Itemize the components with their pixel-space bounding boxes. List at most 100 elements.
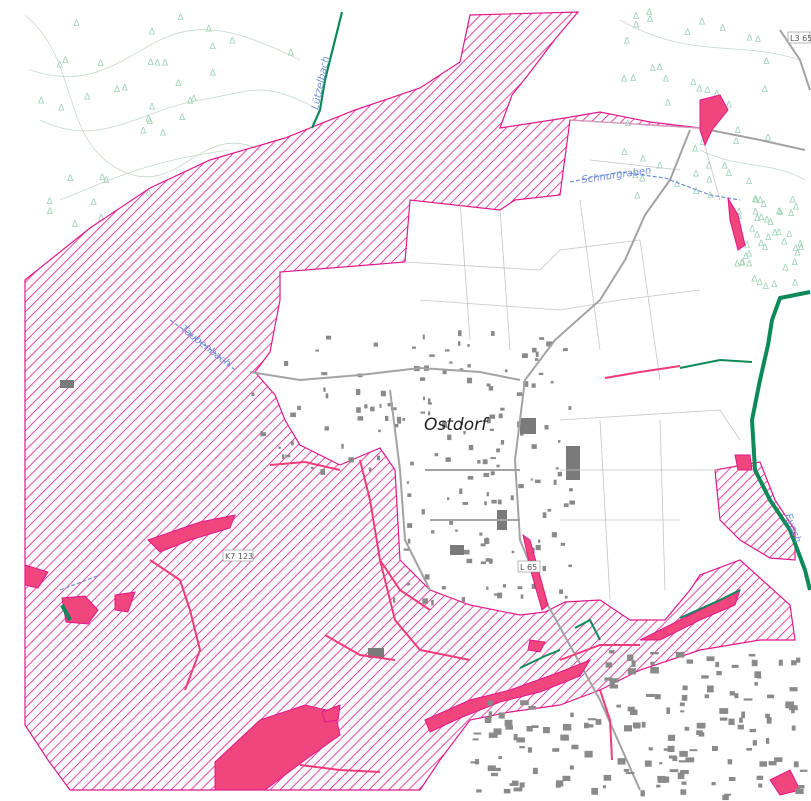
water-lines: [59, 171, 741, 591]
svg-text:∆: ∆: [760, 200, 768, 210]
svg-text:∆: ∆: [662, 75, 670, 85]
svg-text:∆: ∆: [745, 260, 753, 270]
flood-lines: [149, 365, 681, 773]
svg-text:∆: ∆: [148, 27, 156, 37]
svg-text:∆: ∆: [725, 100, 733, 110]
svg-text:∆: ∆: [704, 86, 712, 96]
svg-text:∆: ∆: [793, 249, 801, 259]
svg-text:∆: ∆: [753, 214, 761, 224]
svg-text:∆: ∆: [656, 63, 664, 73]
svg-text:∆: ∆: [692, 169, 700, 179]
svg-text:∆: ∆: [789, 196, 797, 206]
svg-text:∆: ∆: [748, 225, 756, 235]
svg-text:∆: ∆: [632, 12, 640, 22]
svg-text:∆: ∆: [692, 187, 700, 197]
svg-text:∆: ∆: [691, 145, 699, 155]
stream-lines: [60, 11, 811, 669]
svg-text:∆: ∆: [721, 162, 729, 172]
svg-text:∆: ∆: [763, 216, 771, 226]
svg-text:∆: ∆: [735, 208, 743, 218]
svg-text:∆: ∆: [228, 36, 236, 46]
svg-text:∆: ∆: [751, 195, 759, 205]
svg-text:∆: ∆: [139, 126, 147, 136]
svg-text:∆: ∆: [159, 129, 167, 139]
svg-text:∆: ∆: [743, 241, 751, 251]
svg-text:∆: ∆: [684, 28, 692, 38]
road-label-k7123: K7 123: [225, 552, 253, 561]
svg-text:∆: ∆: [785, 230, 793, 240]
svg-text:∆: ∆: [705, 162, 713, 172]
svg-text:∆: ∆: [775, 207, 783, 217]
svg-text:∆: ∆: [705, 176, 713, 186]
svg-text:∆: ∆: [190, 94, 198, 104]
svg-text:∆: ∆: [756, 278, 764, 288]
svg-text:∆: ∆: [633, 191, 641, 201]
svg-text:∆: ∆: [90, 198, 98, 208]
svg-text:∆: ∆: [733, 260, 741, 270]
svg-text:∆: ∆: [673, 180, 681, 190]
svg-text:∆: ∆: [620, 75, 628, 85]
svg-text:∆: ∆: [787, 209, 795, 219]
svg-text:∆: ∆: [742, 252, 750, 262]
svg-text:∆: ∆: [287, 49, 295, 59]
svg-text:∆: ∆: [734, 126, 742, 136]
svg-text:∆: ∆: [645, 8, 653, 18]
svg-text:∆: ∆: [699, 138, 707, 148]
svg-text:∆: ∆: [147, 58, 155, 68]
svg-text:∆: ∆: [752, 207, 760, 217]
svg-text:∆: ∆: [767, 218, 775, 228]
svg-text:∆: ∆: [638, 174, 646, 184]
svg-text:∆: ∆: [186, 96, 194, 106]
svg-text:∆: ∆: [161, 59, 169, 69]
svg-text:∆: ∆: [656, 162, 664, 172]
svg-text:∆: ∆: [153, 59, 161, 69]
svg-text:∆: ∆: [762, 282, 770, 292]
svg-text:∆: ∆: [771, 229, 779, 239]
svg-text:∆: ∆: [646, 15, 654, 25]
svg-text:∆: ∆: [762, 57, 770, 67]
svg-text:∆: ∆: [46, 207, 54, 217]
svg-text:∆: ∆: [797, 243, 805, 253]
svg-text:∆: ∆: [113, 85, 121, 95]
svg-text:∆: ∆: [37, 97, 45, 107]
svg-text:∆: ∆: [745, 177, 753, 187]
svg-text:∆: ∆: [209, 68, 217, 78]
svg-text:∆: ∆: [775, 228, 783, 238]
svg-text:∆: ∆: [83, 93, 91, 103]
road-label-l65-top: L3 65: [790, 34, 811, 43]
svg-text:∆: ∆: [761, 85, 769, 95]
svg-text:∆: ∆: [696, 85, 704, 95]
svg-text:∆: ∆: [738, 259, 746, 269]
svg-text:∆: ∆: [752, 196, 760, 206]
svg-text:∆: ∆: [754, 35, 762, 45]
svg-text:∆: ∆: [631, 171, 639, 181]
svg-text:∆: ∆: [73, 19, 81, 29]
svg-text:∆: ∆: [56, 61, 64, 71]
svg-text:∆: ∆: [761, 243, 769, 253]
svg-text:∆: ∆: [796, 239, 804, 249]
flood-hatch-area-east: [714, 461, 796, 561]
svg-text:∆: ∆: [770, 280, 778, 290]
svg-text:∆: ∆: [623, 37, 631, 47]
settlement-south: [470, 650, 808, 801]
svg-text:∆: ∆: [735, 212, 743, 222]
svg-text:∆: ∆: [757, 239, 765, 249]
svg-text:∆: ∆: [174, 79, 182, 89]
svg-text:∆: ∆: [732, 137, 740, 147]
svg-text:∆: ∆: [746, 33, 754, 43]
svg-text:∆: ∆: [146, 117, 154, 127]
svg-text:∆: ∆: [46, 197, 54, 207]
svg-text:∆: ∆: [102, 176, 110, 186]
svg-text:∆: ∆: [756, 196, 764, 206]
svg-text:∆: ∆: [66, 174, 74, 184]
place-label-ostdorf: Ostdorf: [424, 415, 490, 435]
svg-text:∆: ∆: [664, 98, 672, 108]
svg-text:∆: ∆: [738, 258, 746, 268]
roads: [249, 29, 811, 791]
svg-text:∆: ∆: [121, 83, 129, 93]
svg-text:∆: ∆: [177, 13, 185, 23]
svg-text:∆: ∆: [698, 18, 706, 28]
svg-text:∆: ∆: [745, 250, 753, 260]
svg-text:∆: ∆: [776, 208, 784, 218]
